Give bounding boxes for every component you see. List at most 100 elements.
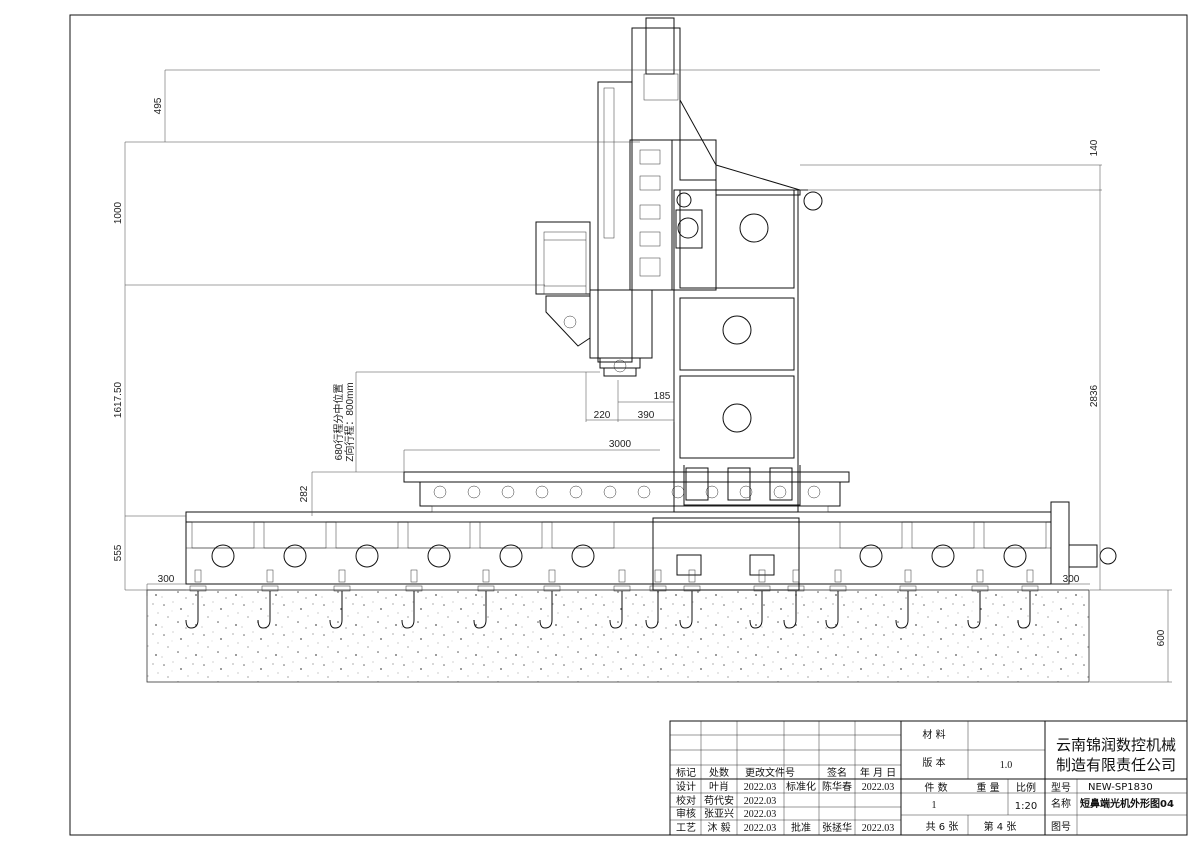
anchor-hook: [257, 569, 279, 629]
dim-300-right: 300: [1063, 574, 1080, 585]
table-slot: [569, 485, 583, 499]
tb-process-date: 2022.03: [744, 823, 777, 834]
anchor-hook: [825, 569, 847, 629]
table-slot: [467, 485, 481, 499]
tb-scale-label: 比例: [1016, 781, 1036, 794]
tb-standard-name: 陈华春: [822, 780, 852, 793]
anchor-hook: [749, 569, 771, 629]
tb-sheets-total: 共 6 张: [926, 821, 959, 833]
tb-check-date: 2022.03: [744, 796, 777, 807]
table-slot: [603, 485, 617, 499]
dim-2836: 2836: [1089, 384, 1100, 407]
tb-review-date: 2022.03: [744, 809, 777, 820]
work-table: [403, 471, 850, 513]
bed-cell: [839, 521, 903, 568]
table-slot: [739, 485, 753, 499]
bed-cell: [911, 521, 975, 568]
tb-design-name: 叶肖: [709, 780, 729, 793]
anchor-hook: [895, 569, 917, 629]
title-block-grid: [669, 720, 1188, 836]
anchor-hook: [609, 569, 631, 629]
tb-name-value: 短鼻端光机外形图04: [1080, 797, 1174, 810]
dim-300-left: 300: [158, 574, 175, 585]
bed-cells: [191, 521, 1047, 568]
anchor-hook: [783, 569, 805, 629]
tb-process-label: 工艺: [676, 822, 696, 834]
tb-check-label: 校对: [676, 794, 696, 807]
dim-3000: 3000: [609, 439, 632, 450]
dim-1000: 1000: [113, 201, 124, 224]
tb-approve-name: 张拯华: [822, 821, 852, 834]
table-slot: [433, 485, 447, 499]
tb-hdr-date: 年 月 日: [860, 766, 896, 779]
bed-cell: [407, 521, 471, 568]
tb-standard-date: 2022.03: [862, 782, 895, 793]
bed-end-block: [1050, 501, 1117, 585]
tb-review-name: 张亚兴: [704, 808, 734, 820]
anchor-hook: [645, 569, 667, 629]
tb-version-label: 版 本: [922, 756, 945, 769]
anchor-hook: [539, 569, 561, 629]
table-slot: [637, 485, 651, 499]
table-slots: [433, 485, 821, 499]
tb-pieces-value: 1: [932, 800, 937, 811]
tb-model-label: 型号: [1051, 781, 1071, 794]
sheet-border: [69, 14, 1188, 836]
tb-drawing-no-label: 图号: [1051, 821, 1071, 833]
anchor-hook: [679, 569, 701, 629]
tb-approve-date: 2022.03: [862, 823, 895, 834]
concrete-foundation: [146, 589, 1090, 683]
anchor-hook: [967, 569, 989, 629]
dim-555: 555: [113, 544, 124, 561]
dim-z-note-2: Z向行程：800mm: [343, 382, 356, 461]
anchor-hook: [185, 569, 207, 629]
tb-model-value: NEW-SP1830: [1088, 782, 1153, 793]
dim-282: 282: [299, 485, 310, 502]
gantry-column: [652, 164, 823, 591]
tb-name-label: 名称: [1051, 797, 1071, 810]
tb-process-name: 沐 毅: [707, 821, 730, 834]
anchor-hook: [401, 569, 423, 629]
bed-cell: [479, 521, 543, 568]
bed-cell: [983, 521, 1047, 568]
table-slot: [705, 485, 719, 499]
tb-review-label: 审核: [676, 807, 696, 820]
spindle-motor: [535, 221, 591, 347]
spindle-head: [589, 17, 717, 377]
bed-cell: [191, 521, 255, 568]
anchor-hook: [473, 569, 495, 629]
tb-version-value: 1.0: [1000, 760, 1013, 771]
tb-design-date: 2022.03: [744, 782, 777, 793]
tb-hdr-sign: 签名: [827, 766, 847, 779]
tb-company-line2: 制造有限责任公司: [1056, 756, 1176, 774]
tb-hdr-count: 处数: [709, 766, 729, 779]
dim-220: 220: [594, 410, 611, 421]
anchor-bolts: [185, 569, 1039, 629]
tb-company-line1: 云南锦润数控机械: [1056, 736, 1176, 754]
anchor-hook: [329, 569, 351, 629]
tb-material-label: 材 料: [922, 728, 945, 741]
table-slot: [535, 485, 549, 499]
dim-390: 390: [638, 410, 655, 421]
tb-pieces-label: 件 数: [924, 781, 947, 794]
tb-hdr-doc: 更改文件号: [745, 766, 795, 779]
dim-1617: 1617.50: [113, 381, 124, 418]
tb-design-label: 设计: [676, 780, 696, 793]
bed-cell: [551, 521, 615, 568]
tb-sheet-no: 第 4 张: [984, 820, 1017, 833]
table-slot: [773, 485, 787, 499]
tb-weight-label: 重 量: [976, 781, 999, 794]
dim-185: 185: [654, 391, 671, 402]
tb-approve-label: 批准: [791, 821, 811, 834]
tb-hdr-mark: 标记: [676, 767, 696, 779]
tb-check-name: 苟代安: [704, 794, 734, 807]
anchor-hook: [1017, 569, 1039, 629]
bed-cell: [335, 521, 399, 568]
dimension-lines: [124, 69, 1172, 683]
table-slot: [807, 485, 821, 499]
tb-standard-label: 标准化: [786, 780, 816, 793]
tb-scale-value: 1:20: [1015, 801, 1037, 812]
bed-cell: [263, 521, 327, 568]
dim-z-note-1: 680行程分中位置: [332, 384, 345, 461]
